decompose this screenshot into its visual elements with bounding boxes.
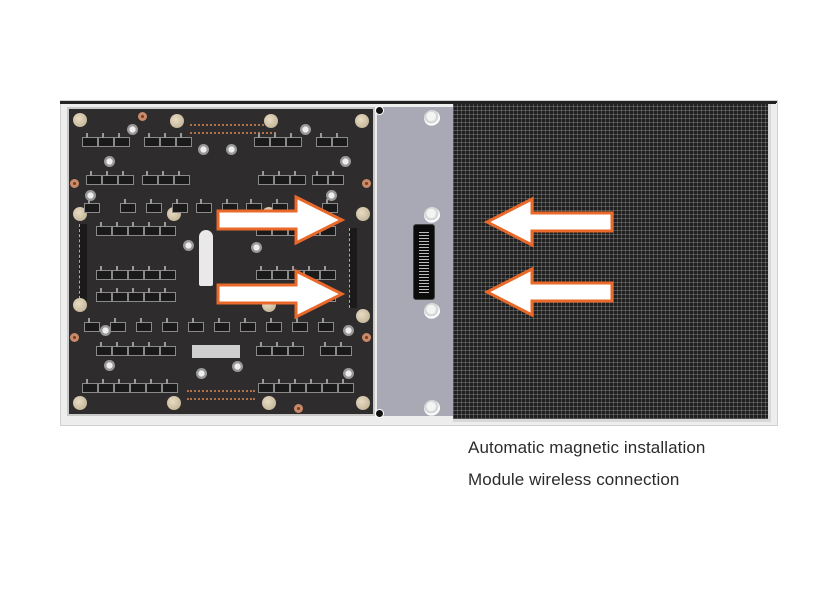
mounting-hole bbox=[375, 106, 384, 115]
frame-top-edge bbox=[60, 101, 776, 104]
caption-line-2: Module wireless connection bbox=[468, 470, 680, 489]
copper-pad bbox=[294, 404, 303, 413]
pcb-header-block bbox=[192, 345, 240, 358]
capacitor bbox=[100, 325, 111, 336]
capacitor bbox=[226, 144, 237, 155]
magnet bbox=[73, 113, 87, 127]
capacitor bbox=[183, 240, 194, 251]
pcb-label-sticker bbox=[199, 230, 213, 286]
standoff-post bbox=[424, 110, 440, 126]
capacitor bbox=[343, 325, 354, 336]
mounting-hole bbox=[375, 409, 384, 418]
capacitor bbox=[196, 368, 207, 379]
capacitor bbox=[232, 361, 243, 372]
capacitor bbox=[104, 360, 115, 371]
copper-pad bbox=[70, 179, 79, 188]
arrow-right-icon bbox=[216, 268, 346, 320]
side-connector-right bbox=[349, 228, 357, 308]
magnet bbox=[167, 396, 181, 410]
magnet bbox=[262, 396, 276, 410]
standoff-post bbox=[424, 303, 440, 319]
copper-pad bbox=[138, 112, 147, 121]
magnet bbox=[356, 309, 370, 323]
capacitor bbox=[127, 124, 138, 135]
copper-pad bbox=[362, 179, 371, 188]
pcb-back-side bbox=[67, 107, 375, 416]
magnet bbox=[355, 114, 369, 128]
led-pixel-panel bbox=[453, 104, 771, 422]
capacitor bbox=[85, 190, 96, 201]
caption-line-1: Automatic magnetic installation bbox=[468, 438, 706, 457]
standoff-post bbox=[424, 207, 440, 223]
side-connector-left bbox=[79, 224, 87, 304]
ribbon-connector-bottom bbox=[187, 390, 255, 400]
capacitor bbox=[198, 144, 209, 155]
magnet bbox=[264, 114, 278, 128]
copper-pad bbox=[70, 333, 79, 342]
magnet bbox=[73, 396, 87, 410]
magnet bbox=[73, 207, 87, 221]
capacitor bbox=[326, 190, 337, 201]
capacitor bbox=[104, 156, 115, 167]
magnet bbox=[73, 298, 87, 312]
capacitor bbox=[340, 156, 351, 167]
capacitor bbox=[300, 124, 311, 135]
arrow-left-icon bbox=[484, 196, 614, 248]
board-to-board-connector bbox=[413, 224, 435, 300]
copper-pad bbox=[362, 333, 371, 342]
magnet bbox=[356, 396, 370, 410]
capacitor bbox=[343, 368, 354, 379]
magnet bbox=[356, 207, 370, 221]
arrow-right-icon bbox=[216, 194, 346, 246]
magnet bbox=[170, 114, 184, 128]
arrow-left-icon bbox=[484, 266, 614, 318]
ribbon-connector-top bbox=[190, 124, 276, 134]
capacitor bbox=[251, 242, 262, 253]
standoff-post bbox=[424, 400, 440, 416]
